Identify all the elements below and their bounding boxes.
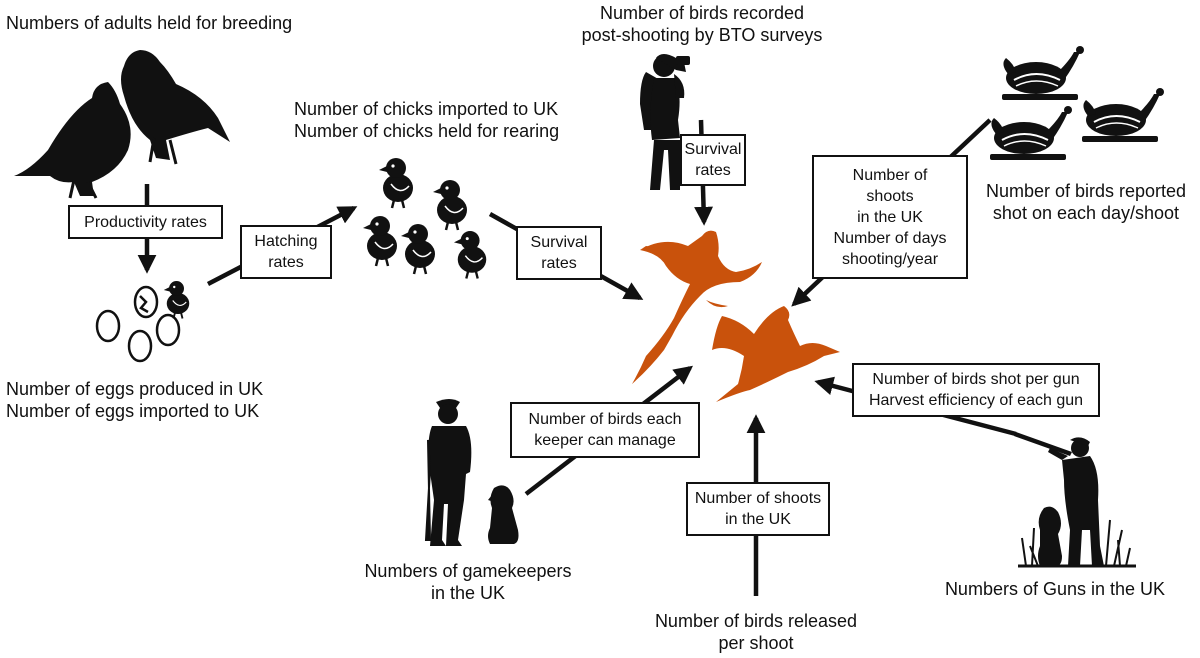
box-line: Harvest efficiency of each gun bbox=[868, 392, 1084, 409]
label-chicks: Number of chicks imported to UK Number o… bbox=[294, 98, 559, 142]
shooter-icon bbox=[1014, 432, 1104, 566]
label-line: Number of birds recorded bbox=[599, 3, 805, 23]
label-line: in the UK bbox=[430, 583, 506, 603]
label-released: Number of birds released per shoot bbox=[640, 610, 872, 654]
box-line: Survival bbox=[684, 141, 742, 158]
box-line: rates bbox=[268, 254, 304, 271]
label-line: Numbers of Guns in the UK bbox=[944, 579, 1166, 599]
box-line: rates bbox=[541, 255, 577, 272]
box-line: rates bbox=[695, 162, 731, 179]
label-guns: Numbers of Guns in the UK bbox=[934, 578, 1176, 600]
box-hatching-rates: Hatching rates bbox=[240, 225, 332, 279]
box-line: Number of days bbox=[833, 229, 947, 247]
box-line: shoots bbox=[866, 187, 914, 205]
label-line: post-shooting by BTO surveys bbox=[581, 25, 823, 45]
label-line: Number of chicks held for rearing bbox=[294, 121, 560, 141]
box-line: in the UK bbox=[725, 511, 791, 528]
label-line: Number of chicks imported to UK bbox=[294, 99, 559, 119]
label-line: per shoot bbox=[718, 633, 794, 653]
box-line: shooting/year bbox=[841, 250, 939, 268]
grass-icon bbox=[1018, 519, 1136, 568]
box-line: Number of birds shot per gun bbox=[872, 371, 1080, 388]
box-shoots-uk: Number of shoots in the UK bbox=[686, 482, 830, 536]
label-reported: Number of birds reported shot on each da… bbox=[974, 180, 1198, 224]
label-line: Numbers of gamekeepers bbox=[364, 561, 572, 581]
box-line: Survival bbox=[530, 234, 588, 251]
roast-bird-icon bbox=[989, 45, 1165, 161]
pheasant-icon bbox=[632, 230, 840, 402]
box-line: Productivity rates bbox=[84, 213, 207, 231]
birdwatcher-icon bbox=[640, 54, 690, 190]
label-line: Number of birds released bbox=[654, 611, 858, 631]
label-bto: Number of birds recorded post-shooting b… bbox=[568, 2, 836, 46]
box-survival-rates-chicks: Survival rates bbox=[516, 226, 602, 280]
chick-icon bbox=[361, 156, 488, 280]
dog-icon bbox=[1038, 506, 1062, 566]
label-gamekeepers: Numbers of gamekeepers in the UK bbox=[350, 560, 586, 604]
label-line: Numbers of adults held for breeding bbox=[6, 13, 293, 33]
box-per-gun: Number of birds shot per gun Harvest eff… bbox=[852, 363, 1100, 417]
box-survival-rates-bto: Survival rates bbox=[680, 134, 746, 186]
label-line: Number of eggs produced in UK bbox=[6, 379, 264, 399]
box-line: Number of birds each bbox=[528, 411, 682, 428]
label-eggs: Number of eggs produced in UK Number of … bbox=[6, 378, 263, 422]
box-keeper-manage: Number of birds each keeper can manage bbox=[510, 402, 700, 458]
egg-icon bbox=[95, 285, 181, 363]
box-line: Number of shoots bbox=[694, 490, 822, 507]
dog-icon bbox=[488, 485, 519, 544]
gamekeeper-icon bbox=[424, 399, 472, 546]
box-line: keeper can manage bbox=[534, 432, 676, 449]
chick-icon bbox=[162, 280, 191, 320]
label-line: shot on each day/shoot bbox=[992, 203, 1180, 223]
partridge-icon bbox=[14, 50, 230, 199]
box-line: in the UK bbox=[857, 208, 923, 226]
label-line: Number of birds reported bbox=[985, 181, 1187, 201]
label-adults: Numbers of adults held for breeding bbox=[6, 12, 292, 34]
box-shoots-days: Number of shoots in the UK Number of day… bbox=[812, 155, 968, 279]
box-productivity-rates: Productivity rates bbox=[68, 205, 223, 239]
box-line: Hatching bbox=[254, 233, 318, 250]
box-line: Number of bbox=[852, 166, 928, 184]
label-line: Number of eggs imported to UK bbox=[6, 401, 260, 421]
